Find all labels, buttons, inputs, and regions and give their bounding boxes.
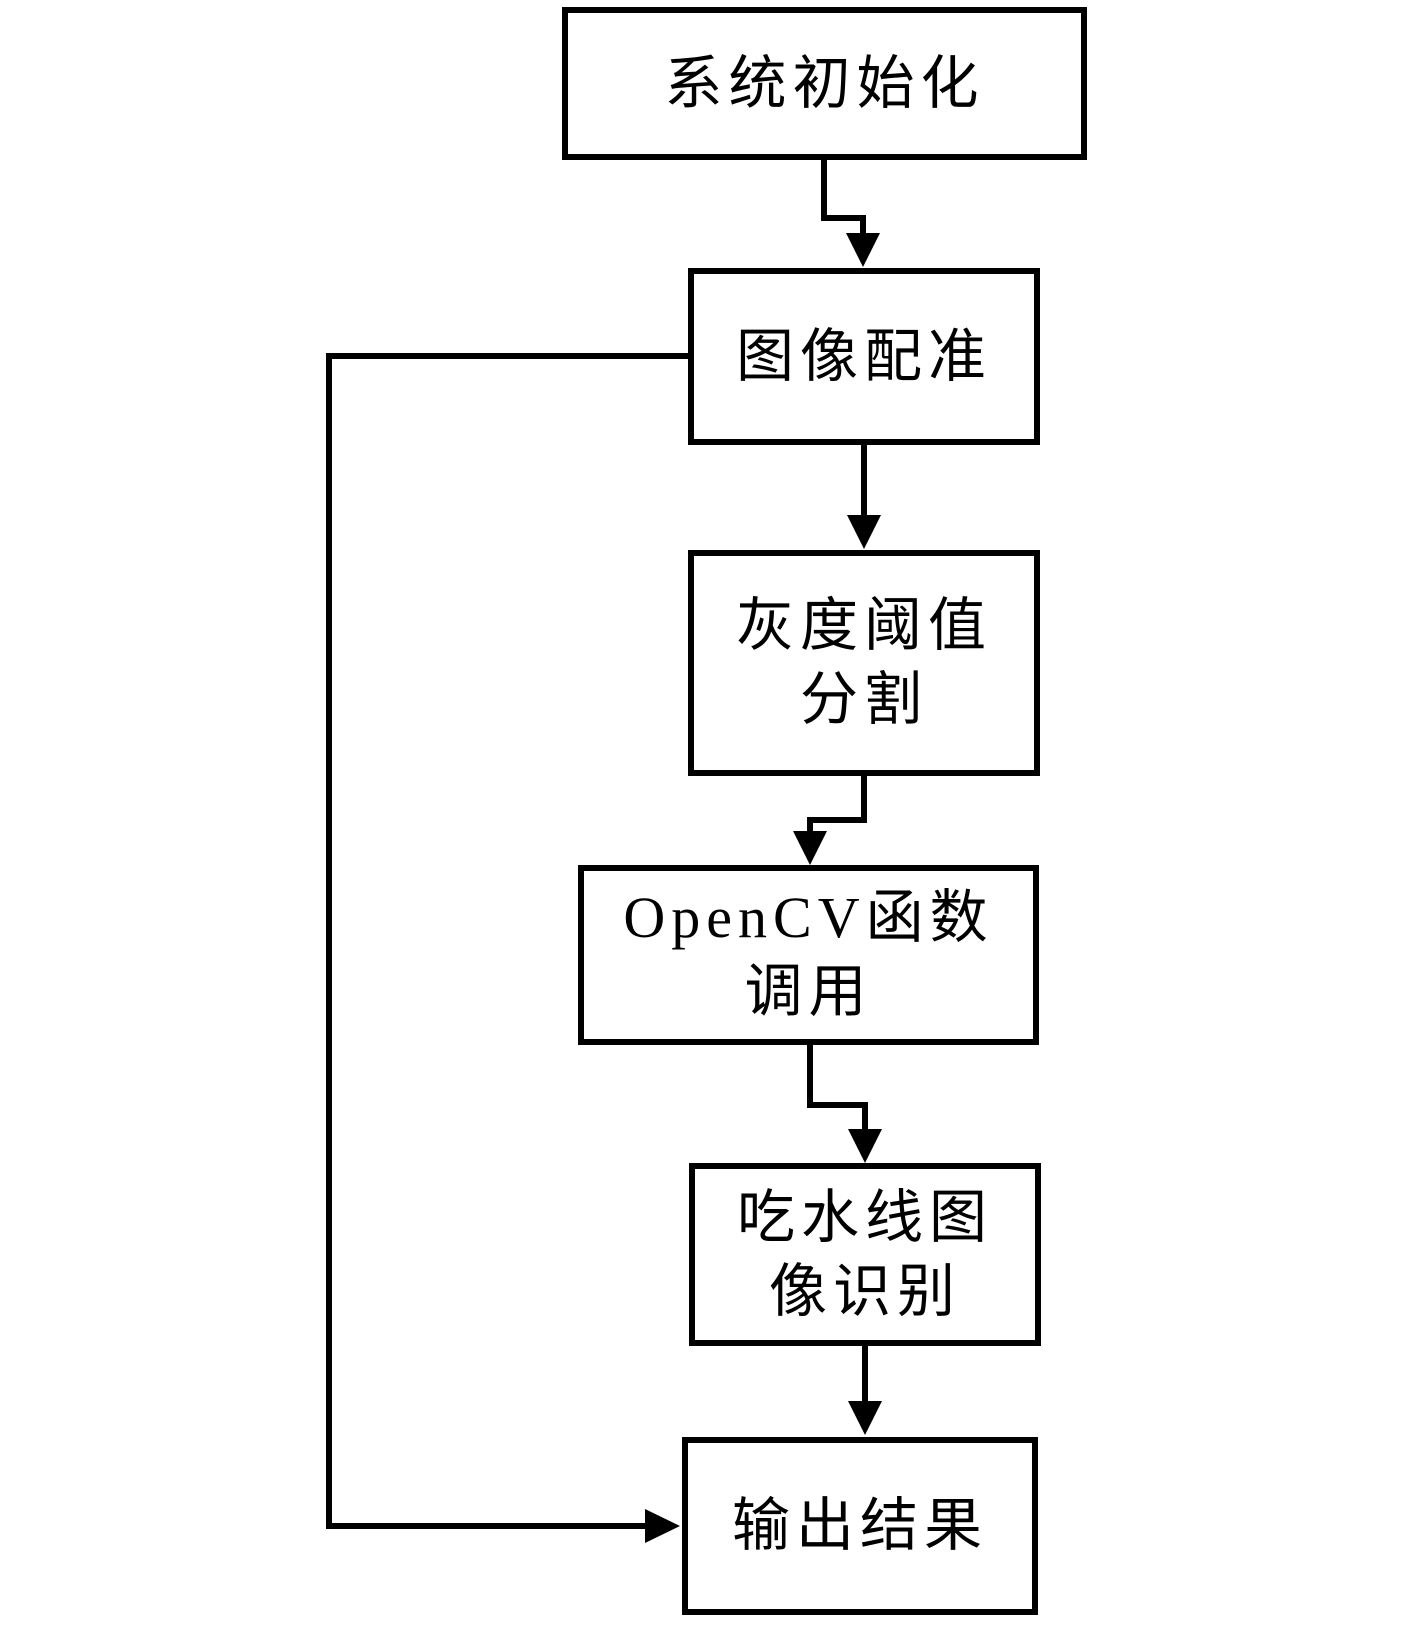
node-label: 输出结果: [731, 1493, 988, 1558]
node-label-line1: OpenCV函数: [623, 885, 994, 950]
arrowhead-right-icon: [645, 1509, 680, 1543]
node-label-line1: 灰度阈值: [735, 593, 992, 658]
node-system-init: 系统初始化: [562, 7, 1087, 160]
node-label-line1: 吃水线图: [736, 1184, 993, 1250]
node-opencv-function-call: OpenCV函数 调用: [578, 865, 1039, 1045]
arrowhead-down-icon: [848, 1129, 882, 1163]
arrowhead-down-icon: [846, 233, 880, 267]
node-label: 系统初始化: [664, 50, 985, 116]
arrowhead-down-icon: [793, 831, 827, 865]
node-gray-threshold-segment: 灰度阈值 分割: [688, 550, 1040, 776]
node-label-line2: 分割: [799, 667, 928, 732]
edge-registration-to-threshold: [847, 445, 881, 549]
arrowhead-down-icon: [848, 1401, 882, 1435]
edge-opencv-to-waterline: [807, 1043, 882, 1163]
arrowhead-down-icon: [847, 515, 881, 549]
edge-init-to-registration: [821, 158, 880, 267]
node-waterline-recognition: 吃水线图 像识别: [689, 1163, 1041, 1346]
node-label-line2: 调用: [744, 959, 873, 1024]
edge-registration-bypass-to-output: [326, 353, 688, 1543]
node-label-line2: 像识别: [768, 1258, 961, 1324]
edge-waterline-to-output: [848, 1344, 882, 1435]
edge-threshold-to-opencv: [793, 774, 867, 865]
node-label: 图像配准: [735, 323, 992, 389]
node-output-result: 输出结果: [682, 1437, 1038, 1615]
node-image-registration: 图像配准: [688, 268, 1040, 445]
